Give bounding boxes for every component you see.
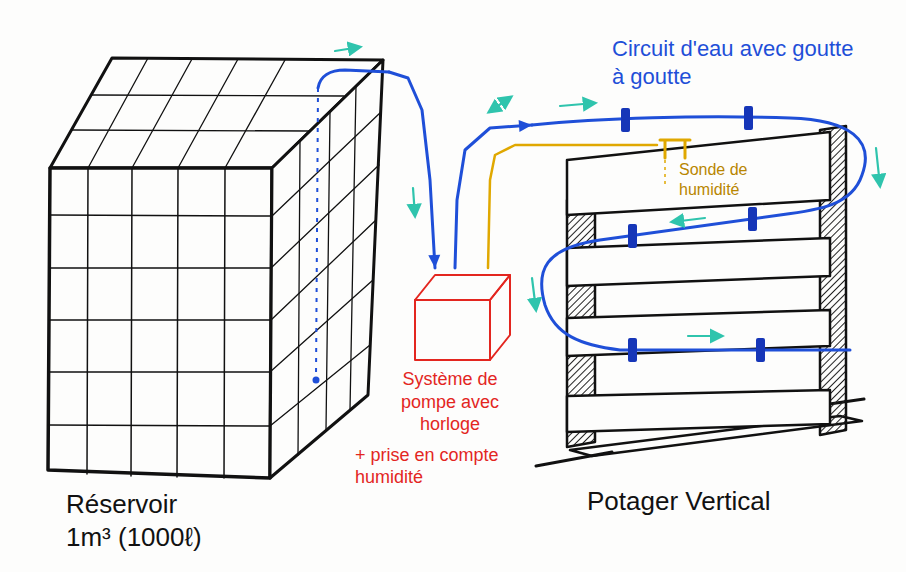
- tank-grid: [88, 58, 285, 168]
- flow-arrow: [489, 97, 511, 112]
- flow-arrow: [688, 335, 722, 337]
- flow-arrows: [335, 47, 880, 336]
- rack-board: [567, 390, 830, 432]
- dripper: [628, 338, 637, 362]
- pipe-connector: [389, 72, 435, 268]
- circuit-label: Circuit d'eau avec goutte à goutte: [612, 35, 862, 90]
- flow-arrow: [335, 47, 360, 51]
- arrow-head: [428, 255, 440, 268]
- pump-top: [415, 275, 510, 300]
- pump-box: [415, 275, 510, 360]
- flow-arrow: [560, 103, 595, 106]
- tank-grid: [72, 95, 344, 131]
- garden-node: Potager Vertical Sonde de humidité: [532, 100, 872, 522]
- pipe-connector: [455, 125, 532, 268]
- circuit-label-box: Circuit d'eau avec goutte à goutte: [612, 35, 862, 90]
- tank-side: [270, 60, 383, 478]
- arrow-head: [519, 120, 532, 132]
- tank-grid: [48, 215, 272, 426]
- pump-note: + prise en compte humidité: [355, 444, 510, 489]
- suction-pipe: [316, 88, 318, 378]
- dripper: [744, 106, 753, 130]
- tank-node: Réservoir 1m³ (1000ℓ): [44, 52, 389, 557]
- pipe-connector: [488, 145, 657, 268]
- probe: [660, 140, 690, 158]
- probe-depth: [664, 160, 666, 186]
- tank-front: [48, 168, 272, 478]
- tank-grid: [87, 168, 225, 478]
- dripper: [621, 108, 630, 132]
- flow-arrow: [672, 218, 705, 222]
- dripper: [628, 224, 637, 248]
- rack: [536, 126, 864, 466]
- probe-label: Sonde de humidité: [679, 160, 779, 200]
- suction-end: [313, 377, 320, 384]
- pump-side: [490, 275, 510, 360]
- tank: [48, 58, 383, 478]
- tank-grid: [270, 112, 381, 426]
- flow-arrow: [413, 188, 415, 216]
- flow-arrow: [532, 278, 536, 310]
- flow-arrow: [876, 148, 880, 186]
- pump-node: Système de pompe avec horloge + prise en …: [355, 268, 525, 493]
- pump-front: [415, 300, 490, 360]
- dripper: [748, 207, 757, 231]
- tank-grid: [298, 86, 356, 455]
- pipe: [318, 70, 389, 88]
- probe-node: Sonde de humidité: [657, 135, 787, 204]
- tank-label: Réservoir 1m³ (1000ℓ): [66, 488, 226, 553]
- dripper: [756, 338, 765, 362]
- drip-circuit: [532, 117, 865, 350]
- rack-board: [567, 238, 830, 286]
- garden-label: Potager Vertical: [587, 485, 827, 518]
- pump-label: Système de pompe avec horloge: [385, 368, 515, 436]
